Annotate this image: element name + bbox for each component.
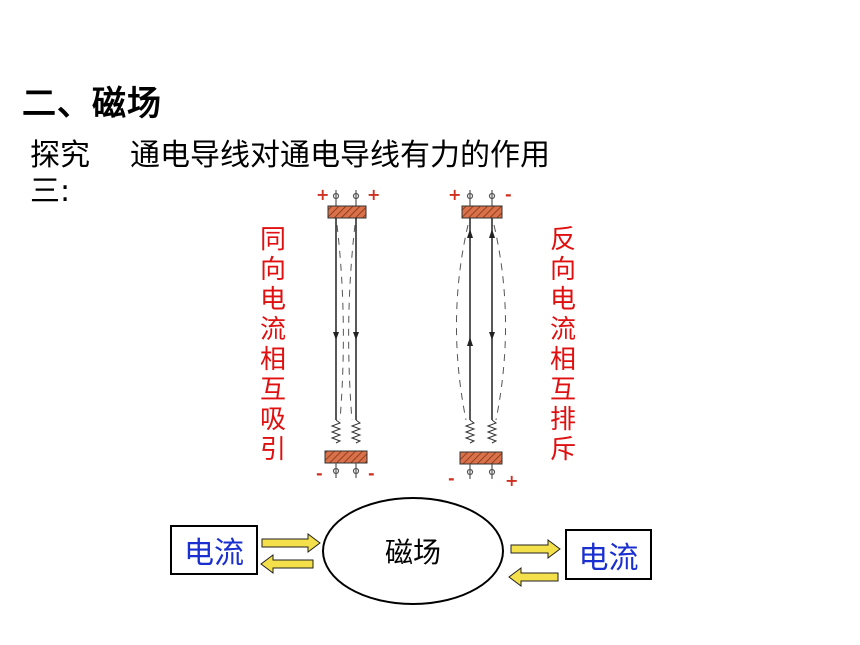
label-char: 向 bbox=[259, 255, 286, 285]
polarity-sign: + bbox=[367, 185, 380, 204]
label-char: 流 bbox=[549, 315, 576, 345]
label-char: 互 bbox=[549, 375, 576, 405]
flow-arrows bbox=[260, 533, 561, 587]
polarity-sign: - bbox=[368, 464, 375, 483]
label-char: 同 bbox=[259, 225, 286, 255]
label-char: 电 bbox=[259, 285, 286, 315]
subtitle-prefix: 探究三: bbox=[30, 138, 90, 209]
polarity-sign: + bbox=[505, 471, 518, 490]
displaced-wire bbox=[493, 224, 507, 421]
top-copper-bar bbox=[327, 205, 367, 219]
left-arrow bbox=[260, 554, 314, 574]
current-arrow bbox=[333, 332, 339, 340]
label-char: 电 bbox=[549, 285, 576, 315]
displaced-wire bbox=[336, 224, 344, 421]
spring bbox=[486, 419, 498, 444]
bottom-copper-bar bbox=[459, 451, 503, 465]
label-char: 排 bbox=[549, 405, 576, 435]
label-char: 互 bbox=[259, 375, 286, 405]
current-box-right: 电流 bbox=[565, 529, 652, 580]
polarity-sign: - bbox=[316, 464, 323, 483]
current-arrow bbox=[489, 229, 495, 238]
label-char: 反 bbox=[549, 225, 576, 255]
current-box-left: 电流 bbox=[170, 525, 258, 575]
left-vertical-label: 同 向 电 流 相 互 吸 引 bbox=[258, 225, 288, 465]
bottom-copper-bar bbox=[324, 450, 368, 464]
label-char: 相 bbox=[549, 345, 576, 375]
displaced-wire bbox=[455, 224, 469, 421]
label-char: 相 bbox=[259, 345, 286, 375]
current-arrow bbox=[467, 229, 473, 238]
right-apparatus: + - - + bbox=[448, 185, 518, 490]
label-char: 吸 bbox=[259, 405, 286, 435]
current-arrow bbox=[467, 337, 473, 346]
polarity-sign: - bbox=[448, 469, 455, 488]
spring bbox=[330, 419, 342, 444]
spring bbox=[464, 419, 476, 444]
label-char: 引 bbox=[259, 435, 286, 465]
label-char: 向 bbox=[549, 255, 576, 285]
right-vertical-label: 反 向 电 流 相 互 排 斥 bbox=[548, 225, 578, 465]
label-char: 流 bbox=[259, 315, 286, 345]
right-arrow bbox=[261, 533, 321, 553]
spring bbox=[350, 419, 362, 444]
current-arrow bbox=[353, 332, 359, 340]
magnetic-field-ellipse: 磁场 bbox=[322, 497, 504, 605]
subtitle-text: 通电导线对通电导线有力的作用 bbox=[130, 138, 550, 173]
left-arrow bbox=[508, 567, 559, 587]
polarity-sign: - bbox=[505, 185, 512, 204]
right-arrow bbox=[510, 539, 561, 559]
top-copper-bar bbox=[461, 205, 503, 219]
polarity-sign: + bbox=[316, 185, 329, 204]
left-apparatus: + + - - bbox=[316, 185, 380, 483]
current-arrow bbox=[489, 332, 495, 340]
slide-heading: 二、磁场 bbox=[22, 84, 162, 124]
label-char: 斥 bbox=[549, 435, 576, 465]
polarity-sign: + bbox=[448, 185, 461, 204]
displaced-wire bbox=[348, 224, 356, 421]
